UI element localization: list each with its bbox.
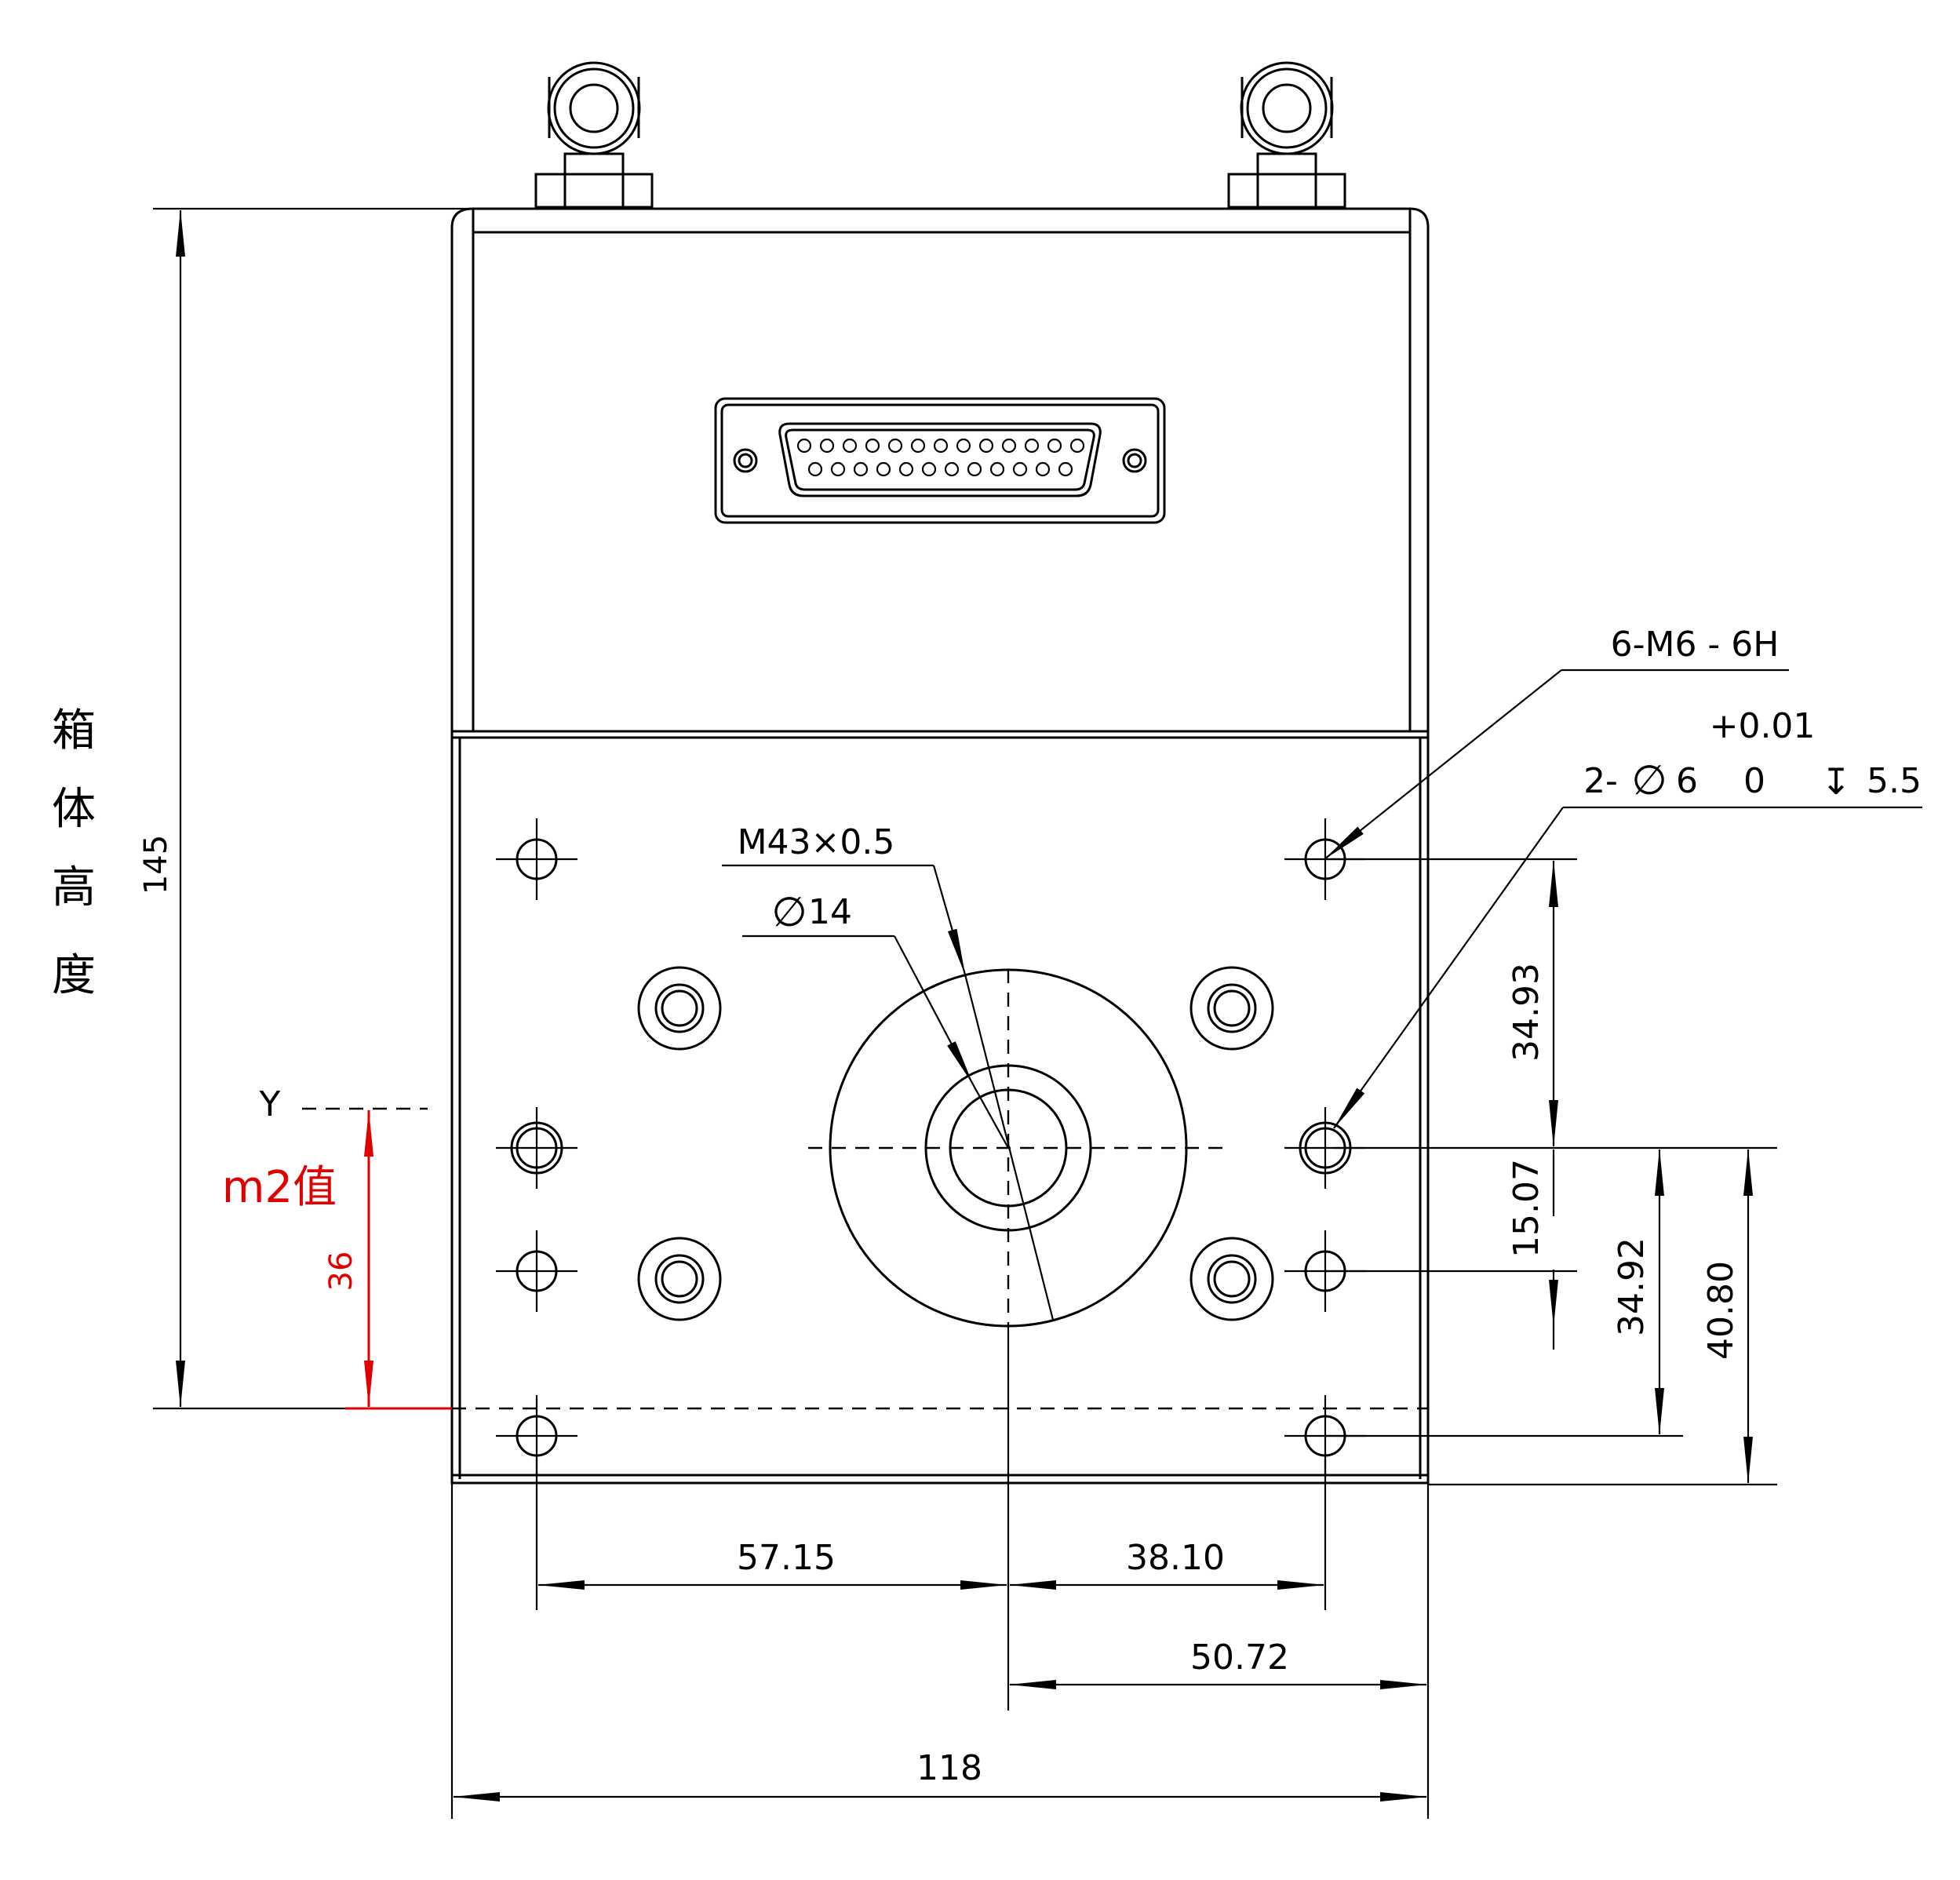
connector-pin — [1024, 438, 1040, 454]
label-char-3: 高 — [52, 862, 96, 913]
box-height-value: 145 — [138, 835, 174, 894]
bottom-dimensions: 57.15 38.10 50.72 118 — [450, 1459, 1430, 1819]
right-tube-fitting — [1227, 61, 1346, 209]
counterbore-hole — [1189, 1237, 1274, 1321]
connector-pin — [807, 461, 823, 477]
mounting-holes — [496, 818, 1366, 1477]
connector-pin — [830, 461, 846, 477]
connector-pin — [1047, 438, 1062, 454]
center-callouts: M43×0.5 ∅ 14 — [722, 822, 1055, 1321]
connector-pin — [1001, 438, 1017, 454]
connector-pin — [921, 461, 937, 477]
label-char-1: 箱 — [52, 705, 96, 756]
connector-pin — [865, 438, 880, 454]
tolerance-upper: +0.01 — [1710, 706, 1816, 746]
dim-15-07: 15.07 — [1506, 1159, 1547, 1258]
connector-pin — [989, 461, 1005, 477]
tolerance-lower: 0 — [1743, 761, 1765, 801]
connector-pin — [1069, 438, 1085, 454]
hole-diameter-symbol: ∅ — [1631, 757, 1667, 804]
connector-pin — [796, 438, 812, 454]
center-thread-label: M43×0.5 — [738, 822, 895, 862]
pump-head-flange — [808, 968, 1232, 1711]
depth-value: 5.5 — [1867, 761, 1922, 801]
hole-callout-prefix: 2- — [1583, 761, 1618, 801]
connector-pin — [944, 461, 960, 477]
counterbore-hole — [1189, 966, 1274, 1051]
box-body — [450, 207, 1430, 1485]
dim-57-15: 57.15 — [737, 1538, 836, 1578]
center-bore-label: 14 — [808, 892, 852, 932]
dim-40-80: 40.80 — [1701, 1261, 1741, 1360]
right-vertical-dimensions: 34.93 15.07 34.92 40.80 — [1326, 858, 1777, 1486]
m2-dimension: Y m2值 36 — [222, 1084, 1428, 1410]
counterbore-hole — [637, 1237, 722, 1321]
label-char-4: 度 — [52, 950, 96, 1001]
label-char-2: 体 — [52, 784, 96, 835]
hole-callout: +0.01 2- ∅ 6 0 ↧ 5.5 — [1333, 706, 1922, 1129]
dim-34-92: 34.92 — [1612, 1237, 1652, 1336]
counterbore-hole — [637, 966, 722, 1051]
connector-pin — [933, 438, 949, 454]
connector-pin — [956, 438, 971, 454]
dim-38-10: 38.10 — [1126, 1538, 1225, 1578]
height-dimension-145: 145 — [138, 207, 471, 1410]
y-axis-label: Y — [259, 1084, 281, 1124]
dim-34-93: 34.93 — [1506, 963, 1547, 1062]
depth-symbol: ↧ — [1821, 760, 1852, 803]
thread-callout: 6-M6 - 6H — [1324, 625, 1789, 860]
left-tube-fitting — [534, 61, 654, 209]
overall-width: 118 — [916, 1748, 982, 1788]
dim-50-72: 50.72 — [1190, 1638, 1289, 1678]
connector-pin — [898, 461, 914, 477]
connector-pin — [967, 461, 982, 477]
db25-connector — [714, 397, 1166, 524]
connector-pin — [978, 438, 994, 454]
m2-height-value: 36 — [323, 1252, 359, 1292]
connector-pin — [887, 438, 903, 454]
m2-label: m2值 — [222, 1162, 337, 1213]
thread-callout-text: 6-M6 - 6H — [1611, 625, 1780, 665]
connector-pin — [842, 438, 858, 454]
center-bore-symbol: ∅ — [771, 889, 807, 936]
connector-pin — [853, 461, 869, 477]
counterbore-holes — [637, 966, 1274, 1321]
connector-pin — [1058, 461, 1073, 477]
connector-pin — [819, 438, 835, 454]
box-height-label: 箱 体 高 度 — [52, 705, 96, 1001]
connector-pin — [876, 461, 891, 477]
mounting-hole — [496, 1230, 577, 1312]
mounting-hole — [496, 1107, 577, 1189]
connector-pin — [1012, 461, 1028, 477]
mounting-hole — [496, 818, 577, 900]
hole-diameter: 6 — [1676, 761, 1698, 801]
connector-pin — [910, 438, 926, 454]
connector-pin — [1035, 461, 1051, 477]
